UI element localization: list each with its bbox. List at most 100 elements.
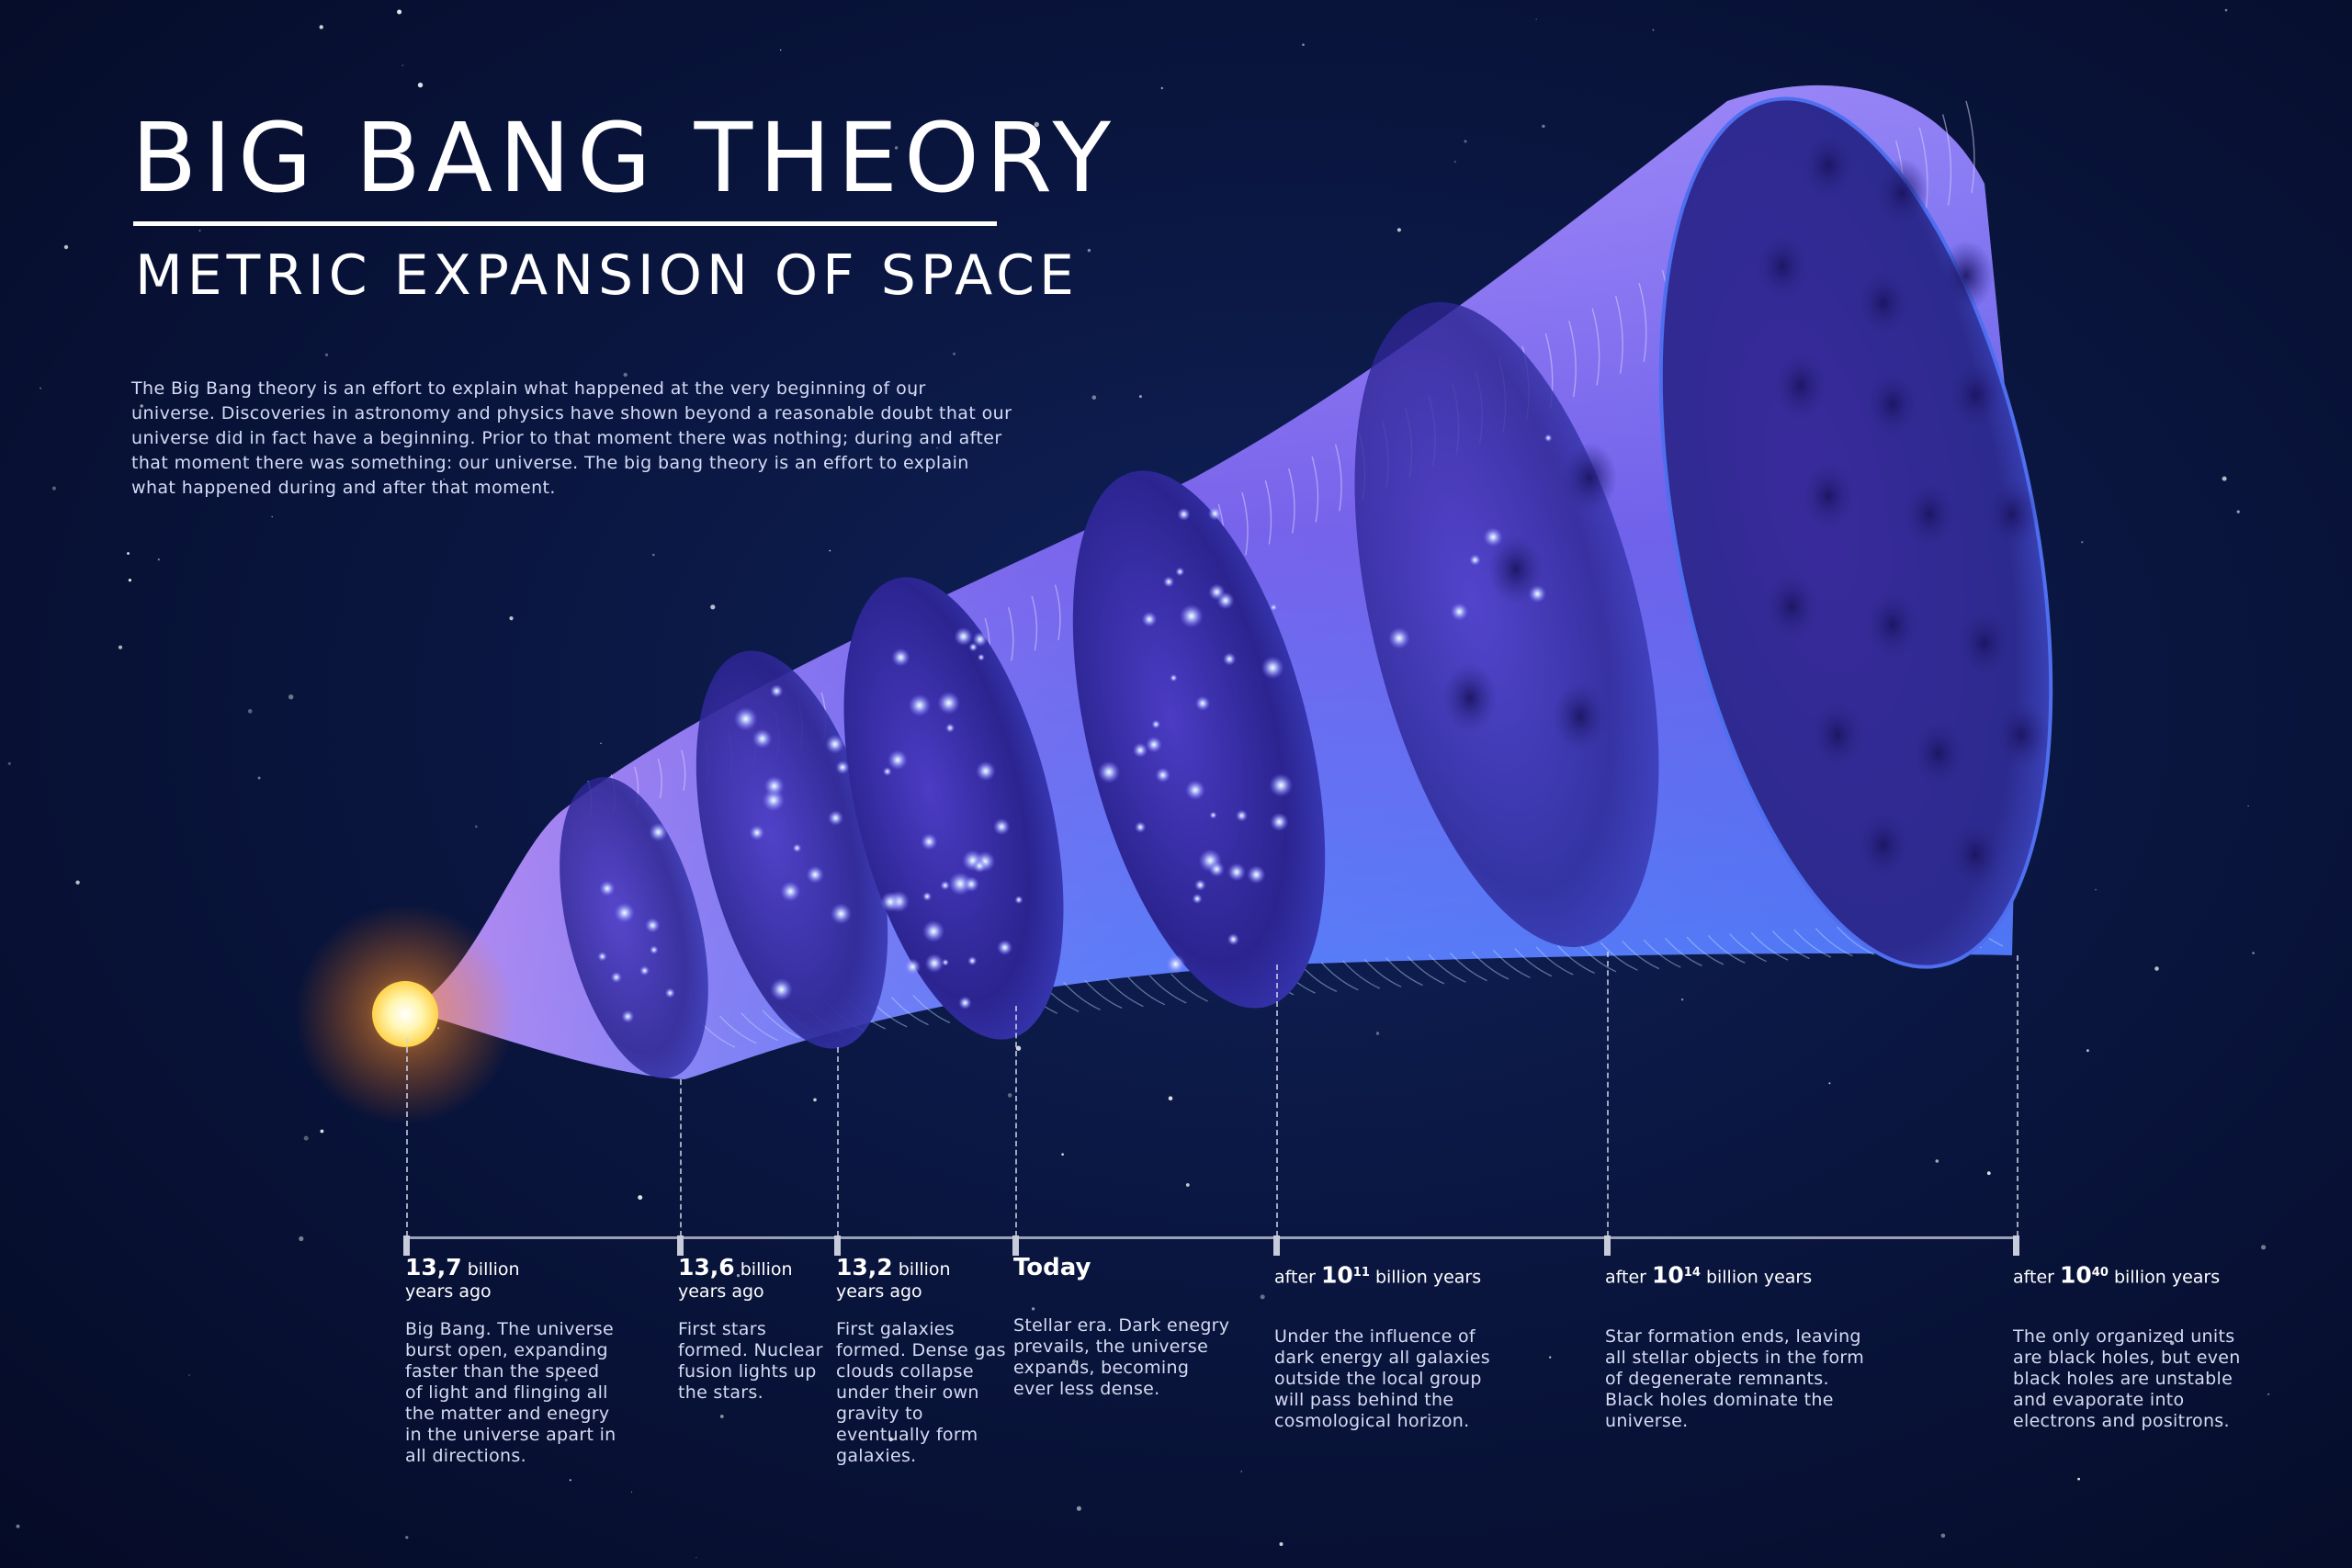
star-dot [271, 515, 274, 518]
star-dot [2222, 476, 2227, 481]
timeline-guide [1276, 964, 1278, 1236]
star-dot [2267, 1393, 2270, 1395]
star-dot [564, 1378, 568, 1382]
surface-line [1729, 933, 1767, 963]
galaxy-sparkle [1170, 673, 1178, 682]
star-dot [1087, 248, 1091, 253]
surface-line [1450, 953, 1487, 982]
surface-line [1054, 584, 1061, 641]
era-today: Today Stellar era. Dark enegry prevails,… [1013, 1256, 1234, 1400]
galaxy-sparkle [1227, 933, 1239, 946]
galaxy-sparkle [1209, 811, 1217, 819]
star-dot [780, 49, 782, 51]
galaxy-sparkle [1223, 652, 1237, 666]
surface-line [1941, 114, 1952, 206]
surface-line [1385, 957, 1423, 987]
galaxy-sparkle [977, 653, 985, 661]
surface-line [1363, 958, 1402, 987]
star-dot [40, 387, 41, 389]
galaxy-sparkle [1014, 896, 1023, 905]
galaxy-sparkle [1469, 554, 1481, 566]
big-bang-singularity [372, 981, 438, 1047]
black-hole [1773, 351, 1828, 421]
surface-line [1578, 943, 1617, 973]
timeline-guide [837, 1047, 839, 1236]
surface-line [718, 1015, 757, 1044]
galaxy-sparkle [922, 891, 933, 902]
surface-line [1492, 949, 1531, 978]
timeline-tick [1604, 1235, 1611, 1256]
galaxy-sparkle [825, 734, 845, 754]
era-label: after 1014 billion years [1605, 1261, 1813, 1289]
black-hole [1939, 241, 1994, 310]
star-dot [320, 1129, 324, 1134]
galaxy-sparkle [1177, 507, 1191, 522]
surface-line [891, 997, 929, 1026]
galaxy-sparkle [1235, 809, 1249, 822]
star-dot [157, 558, 160, 561]
surface-line [1311, 456, 1319, 523]
galaxy-sparkle [904, 958, 922, 976]
surface-line [1638, 282, 1647, 363]
galaxy-sparkle [1450, 603, 1469, 621]
star-dot [128, 579, 131, 582]
surface-line [1600, 942, 1638, 971]
galaxy-sparkle [1270, 604, 1278, 612]
star-dot [630, 1491, 633, 1493]
star-dot [75, 880, 80, 885]
black-hole [1902, 479, 1957, 549]
star-dot [2224, 8, 2228, 12]
galaxy-sparkle [749, 825, 765, 840]
galaxy-sparkle [649, 945, 659, 954]
surface-line [1007, 606, 1014, 661]
surface-line [1643, 939, 1681, 968]
star-dot [397, 9, 402, 15]
black-hole [1957, 608, 2012, 678]
star-dot [2247, 805, 2249, 807]
star-dot [1007, 1093, 1012, 1098]
surface-line [1686, 936, 1724, 965]
galaxy-sparkle [645, 918, 661, 933]
galaxy-sparkle [888, 750, 908, 771]
title-underline [133, 221, 997, 226]
star-dot [1542, 124, 1545, 129]
black-hole [1764, 571, 1819, 641]
surface-line [1750, 931, 1789, 961]
surface-line [1428, 953, 1466, 983]
star-dot [324, 353, 329, 356]
galaxy-sparkle [1141, 611, 1158, 627]
surface-line [1772, 931, 1810, 960]
star-dot [51, 486, 56, 491]
galaxy-sparkle [882, 767, 892, 776]
surface-line [1614, 295, 1623, 374]
star-dot [894, 146, 899, 150]
galaxy-sparkle [828, 810, 843, 826]
black-hole [1856, 810, 1911, 880]
star-dot [600, 742, 602, 745]
timeline-tick [834, 1235, 841, 1256]
black-hole [1994, 700, 2049, 770]
galaxy-sparkle [993, 818, 1011, 836]
galaxy-sparkle [1208, 861, 1225, 877]
black-hole [1948, 360, 2003, 430]
surface-line [1063, 981, 1101, 1010]
star-dot [569, 1479, 571, 1482]
galaxy-sparkle [1132, 742, 1148, 758]
star-dot [953, 352, 956, 355]
galaxy-sparkle [610, 971, 622, 984]
surface-line [1707, 934, 1746, 964]
star-dot [2086, 1049, 2089, 1053]
era-label: after 1040 billion years [2013, 1261, 2221, 1289]
star-dot [1057, 1347, 1061, 1350]
era-description: First stars formed. Nuclear fusion light… [678, 1319, 823, 1403]
star-dot [1828, 1082, 1831, 1085]
timeline-tick [2013, 1235, 2019, 1256]
galaxy-sparkle [1269, 773, 1293, 797]
star-dot [417, 82, 424, 88]
galaxy-sparkle [1185, 780, 1205, 800]
star-dot [1935, 1159, 1939, 1163]
cross-section-first-stars [560, 777, 708, 1078]
cross-section-galaxies-forming [843, 577, 1064, 1040]
